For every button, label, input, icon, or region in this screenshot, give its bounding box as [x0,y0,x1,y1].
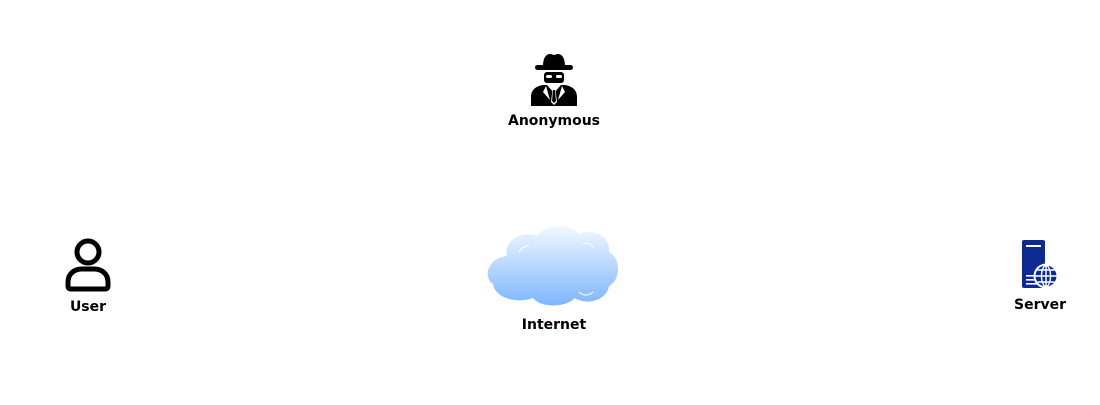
node-server: Server [990,238,1090,313]
node-internet: Internet [474,222,634,333]
cloud-icon [487,225,618,306]
user-icon [65,238,111,292]
spy-icon [531,54,577,106]
node-label-internet: Internet [521,317,587,333]
node-label-anonymous: Anonymous [507,113,601,129]
node-anonymous: Anonymous [494,50,614,129]
node-label-server: Server [1013,297,1066,313]
node-user: User [38,238,138,315]
web-server-icon [1022,240,1059,289]
node-label-user: User [69,299,107,315]
